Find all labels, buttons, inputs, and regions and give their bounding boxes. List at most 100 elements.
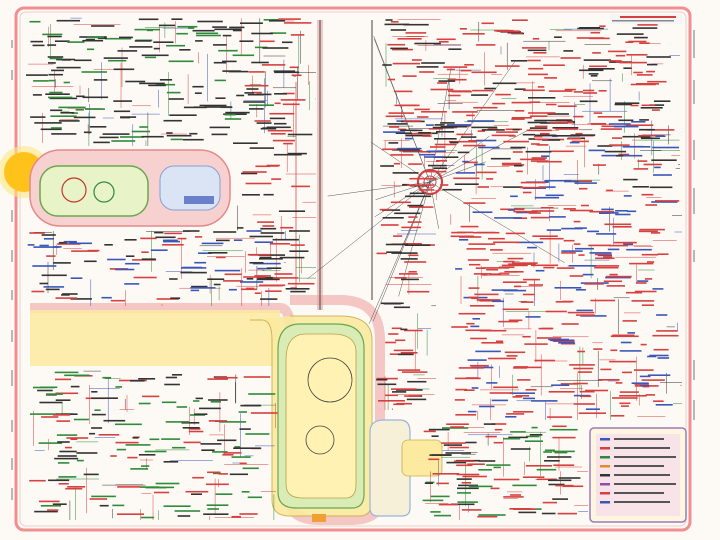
compound-label-mark [59, 450, 77, 453]
compound-label-mark [47, 44, 57, 46]
compound-label-mark [214, 376, 238, 379]
legend-text-mark [614, 483, 676, 485]
compound-label-mark [419, 189, 435, 191]
compound-label-mark [486, 382, 498, 384]
compound-label-mark [605, 276, 631, 279]
compound-label-mark [387, 43, 406, 46]
compound-label-mark [513, 210, 538, 213]
compound-label-mark [445, 452, 471, 454]
compound-label-mark [655, 135, 666, 137]
compound-label-mark [400, 352, 418, 354]
compound-label-mark [428, 458, 440, 461]
compound-label-mark [91, 397, 118, 399]
compound-label-mark [153, 47, 160, 50]
compound-label-mark [493, 466, 501, 469]
compound-label-mark [514, 164, 523, 167]
compound-label-mark [641, 379, 665, 381]
compound-label-mark [600, 368, 612, 371]
compound-label-mark [119, 36, 133, 39]
compound-label-mark [387, 78, 395, 81]
compound-label-mark [248, 393, 276, 395]
compound-label-mark [269, 20, 286, 22]
compound-label-mark [502, 308, 529, 311]
compound-label-mark [170, 297, 181, 299]
compound-label-mark [656, 314, 668, 316]
compound-label-mark [440, 184, 449, 186]
compound-label-mark [262, 225, 275, 227]
compound-label-mark [402, 75, 417, 77]
compound-label-mark [182, 266, 203, 269]
compound-label-mark [393, 235, 403, 237]
compound-label-mark [590, 75, 598, 77]
compound-label-mark [112, 504, 125, 507]
compound-label-mark [477, 515, 498, 518]
compound-label-mark [478, 146, 500, 149]
compound-label-mark [243, 101, 265, 103]
compound-label-mark [654, 166, 661, 169]
compound-label-mark [627, 332, 635, 334]
compound-label-mark [58, 58, 76, 61]
compound-label-mark [508, 135, 516, 137]
compound-label-mark [125, 444, 151, 446]
compound-label-mark [536, 337, 562, 339]
compound-label-mark [423, 430, 436, 433]
compound-label-mark [583, 92, 598, 94]
legend-swatch [600, 447, 610, 450]
compound-label-mark [450, 503, 475, 506]
compound-label-mark [179, 49, 191, 51]
compound-label-mark [570, 134, 596, 136]
compound-label-mark [259, 284, 286, 287]
compound-label-mark [467, 120, 495, 122]
compound-label-mark [567, 180, 592, 182]
compound-label-mark [169, 114, 197, 116]
compound-label-mark [606, 189, 613, 192]
compound-label-mark [388, 148, 397, 150]
compound-label-mark [32, 265, 57, 267]
compound-label-mark [463, 389, 475, 391]
compound-label-mark [164, 383, 180, 386]
compound-label-mark [391, 252, 418, 254]
compound-label-mark [434, 514, 451, 517]
compound-label-mark [45, 93, 70, 95]
compound-label-mark [494, 217, 522, 219]
compound-label-mark [473, 273, 492, 275]
compound-label-mark [486, 464, 511, 466]
compound-label-mark [527, 121, 547, 124]
compound-label-mark [512, 484, 537, 487]
compound-label-mark [194, 236, 203, 238]
compound-label-mark [552, 436, 576, 439]
compound-label-mark [569, 209, 593, 212]
compound-label-mark [181, 422, 200, 424]
compound-label-mark [465, 329, 492, 332]
compound-label-mark [117, 50, 138, 52]
compound-label-mark [563, 208, 576, 210]
compound-label-mark [473, 106, 498, 109]
compound-label-mark [67, 486, 86, 488]
compound-label-mark [588, 68, 615, 70]
compound-label-mark [457, 151, 470, 154]
compound-label-mark [192, 29, 215, 32]
compound-label-mark [414, 42, 441, 45]
compound-label-mark [401, 226, 421, 229]
compound-label-mark [580, 315, 607, 317]
compound-label-mark [204, 106, 232, 108]
compound-label-mark [621, 154, 643, 157]
compound-label-mark [594, 253, 612, 256]
compound-label-mark [461, 509, 482, 511]
compound-label-mark [561, 342, 576, 345]
compound-label-mark [552, 127, 579, 129]
compound-label-mark [290, 34, 305, 36]
compound-label-mark [206, 504, 229, 506]
compound-label-mark [76, 459, 84, 462]
compound-label-mark [145, 486, 167, 489]
compound-label-mark [623, 178, 638, 181]
compound-label-mark [64, 374, 90, 377]
compound-label-mark [576, 309, 593, 312]
compound-label-mark [291, 74, 302, 77]
compound-label-mark [552, 135, 580, 137]
compound-label-mark [443, 444, 462, 446]
compound-label-mark [442, 188, 462, 191]
compound-label-mark [395, 132, 412, 134]
compound-label-mark [456, 133, 473, 136]
compound-label-mark [522, 133, 536, 136]
